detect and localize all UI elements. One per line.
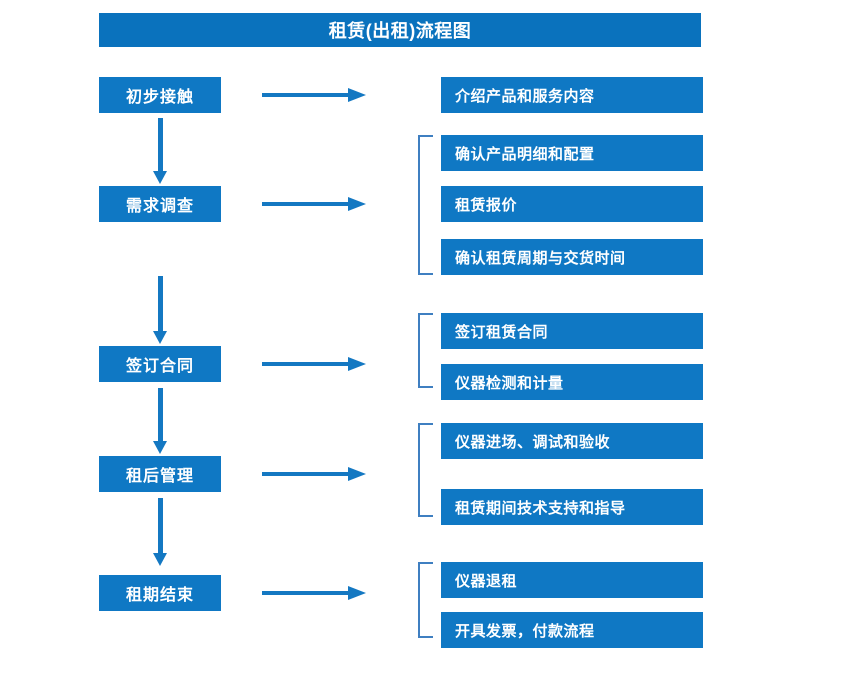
arrow-shaft: [158, 276, 163, 331]
detail-box-2-1[interactable]: 确认产品明细和配置: [441, 135, 703, 171]
flow-arrow-right-3: [262, 357, 366, 371]
flow-arrow-down-3: [153, 388, 167, 454]
arrow-head-icon: [348, 467, 366, 481]
flow-arrow-right-5: [262, 586, 366, 600]
group-bracket-2: [418, 135, 433, 275]
flow-arrow-right-2: [262, 197, 366, 211]
detail-box-4-1[interactable]: 仪器进场、调试和验收: [441, 423, 703, 459]
stage-box-1[interactable]: 初步接触: [99, 77, 221, 113]
group-bracket-3: [418, 313, 433, 388]
arrow-head-icon: [153, 553, 167, 566]
detail-box-2-3[interactable]: 确认租赁周期与交货时间: [441, 239, 703, 275]
arrow-head-icon: [153, 171, 167, 184]
detail-box-4-2[interactable]: 租赁期间技术支持和指导: [441, 489, 703, 525]
flow-arrow-down-4: [153, 498, 167, 566]
arrow-shaft: [262, 472, 350, 476]
flow-arrow-down-1: [153, 118, 167, 184]
flow-arrow-right-4: [262, 467, 366, 481]
arrow-head-icon: [153, 441, 167, 454]
detail-box-2-2[interactable]: 租赁报价: [441, 186, 703, 222]
detail-box-5-1[interactable]: 仪器退租: [441, 562, 703, 598]
page-title: 租赁(出租)流程图: [99, 13, 701, 47]
stage-box-2[interactable]: 需求调查: [99, 186, 221, 222]
arrow-head-icon: [348, 357, 366, 371]
arrow-shaft: [262, 202, 350, 206]
detail-box-3-2[interactable]: 仪器检测和计量: [441, 364, 703, 400]
arrow-shaft: [262, 591, 350, 595]
group-bracket-4: [418, 423, 433, 517]
arrow-head-icon: [153, 331, 167, 344]
arrow-shaft: [262, 93, 350, 97]
detail-box-3-1[interactable]: 签订租赁合同: [441, 313, 703, 349]
stage-box-4[interactable]: 租后管理: [99, 456, 221, 492]
arrow-shaft: [158, 498, 163, 553]
flow-arrow-right-1: [262, 88, 366, 102]
group-bracket-5: [418, 562, 433, 638]
flow-arrow-down-2: [153, 276, 167, 344]
arrow-head-icon: [348, 197, 366, 211]
detail-box-5-2[interactable]: 开具发票，付款流程: [441, 612, 703, 648]
detail-box-1-1[interactable]: 介绍产品和服务内容: [441, 77, 703, 113]
arrow-head-icon: [348, 586, 366, 600]
arrow-shaft: [158, 118, 163, 171]
arrow-shaft: [262, 362, 350, 366]
arrow-head-icon: [348, 88, 366, 102]
arrow-shaft: [158, 388, 163, 441]
stage-box-3[interactable]: 签订合同: [99, 346, 221, 382]
stage-box-5[interactable]: 租期结束: [99, 575, 221, 611]
